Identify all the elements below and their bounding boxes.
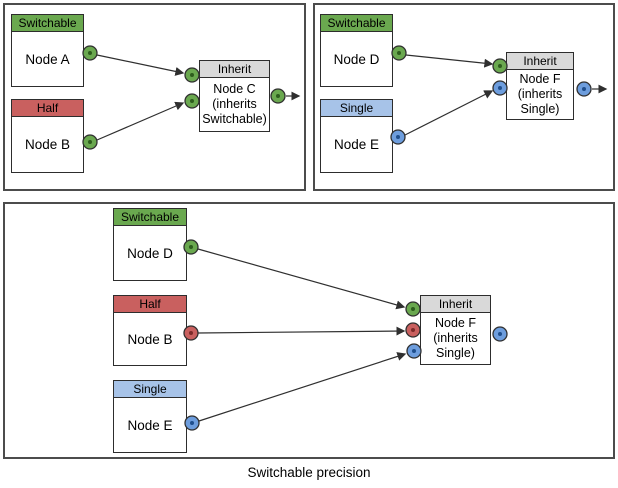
node-a: Switchable Node A: [11, 14, 84, 87]
node-b-bottom: Half Node B: [113, 295, 187, 366]
panel-bottom: [3, 202, 615, 459]
node-b: Half Node B: [11, 99, 84, 173]
node-c-label-line2: (inherits: [212, 97, 257, 111]
node-e-bottom-label: Node E: [127, 417, 173, 433]
node-f-top-label: Node F (inherits Single): [507, 70, 573, 119]
node-b-bottom-label: Node B: [127, 331, 173, 347]
node-c-label: Node C (inherits Switchable): [200, 78, 269, 131]
node-e-top: Single Node E: [320, 99, 393, 173]
node-d-bottom-header: Switchable: [114, 209, 186, 226]
node-b-header: Half: [12, 100, 83, 117]
node-f-top: Inherit Node F (inherits Single): [506, 52, 574, 120]
node-d-top-label: Node D: [333, 51, 380, 67]
node-e-top-header: Single: [321, 100, 392, 117]
node-f-bottom: Inherit Node F (inherits Single): [420, 295, 491, 365]
node-e-bottom: Single Node E: [113, 380, 187, 453]
figure-caption: Switchable precision: [247, 465, 371, 480]
node-f-bottom-header: Inherit: [421, 296, 490, 313]
node-d-bottom: Switchable Node D: [113, 208, 187, 281]
node-d-bottom-label: Node D: [127, 245, 173, 261]
node-f-top-header: Inherit: [507, 53, 573, 70]
node-f-top-label-line3: Single): [520, 102, 560, 116]
node-f-top-label-line1: Node F: [519, 72, 561, 86]
node-e-top-label: Node E: [333, 137, 380, 152]
node-c: Inherit Node C (inherits Switchable): [199, 60, 270, 132]
node-c-header: Inherit: [200, 61, 269, 78]
node-d-top-header: Switchable: [321, 15, 392, 32]
node-f-bottom-label-line3: Single): [436, 346, 475, 360]
node-c-label-line3: Switchable): [202, 112, 267, 126]
node-f-top-label-line2: (inherits: [517, 87, 563, 101]
node-b-label: Node B: [24, 137, 71, 152]
node-c-label-line1: Node C: [213, 82, 256, 96]
node-a-label: Node A: [25, 51, 70, 67]
node-f-bottom-label-line1: Node F: [435, 316, 476, 330]
node-f-bottom-label: Node F (inherits Single): [421, 313, 490, 364]
node-e-bottom-header: Single: [114, 381, 186, 398]
node-d-top: Switchable Node D: [320, 14, 393, 87]
node-a-header: Switchable: [12, 15, 83, 32]
node-b-bottom-header: Half: [114, 296, 186, 313]
node-f-bottom-label-line2: (inherits: [433, 331, 478, 345]
